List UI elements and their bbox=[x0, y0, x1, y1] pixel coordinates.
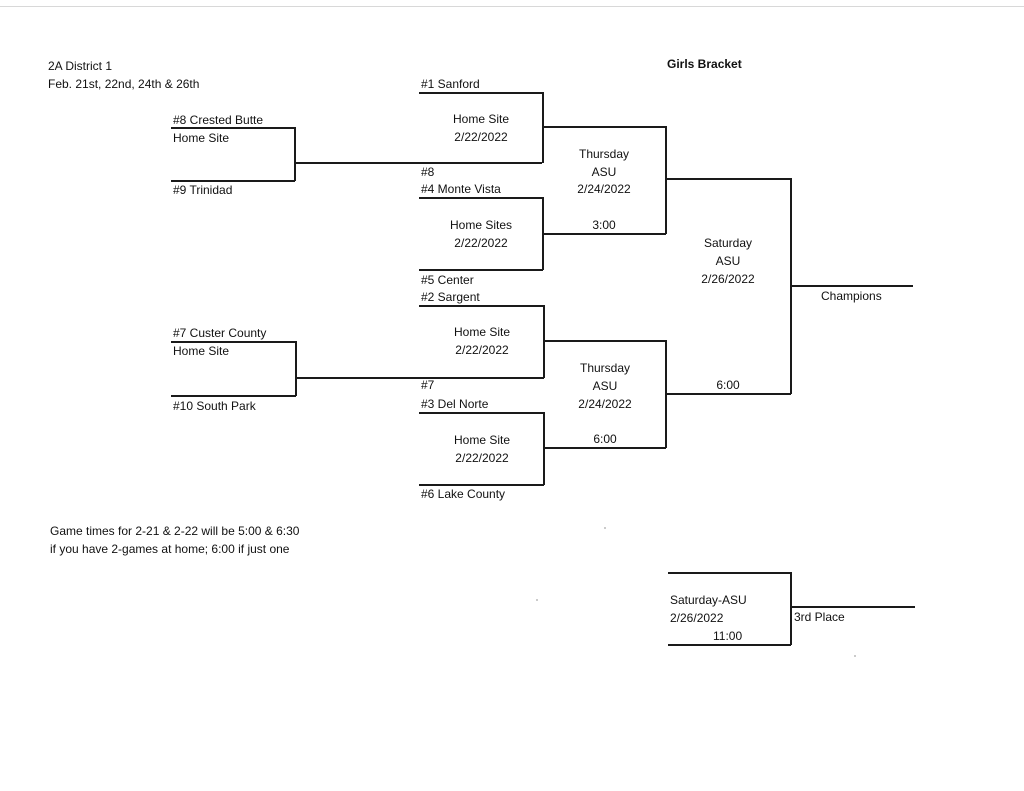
third-place-label: 3rd Place bbox=[794, 610, 845, 624]
r2g3-advance-line bbox=[543, 340, 666, 342]
semi-bottom-date: 2/24/2022 bbox=[578, 397, 632, 411]
r1b-advance-line bbox=[295, 377, 544, 379]
scan-speck bbox=[604, 527, 606, 529]
third-time: 11:00 bbox=[713, 629, 743, 643]
semi-bottom-advance-line bbox=[665, 393, 791, 395]
r1b-site: Home Site bbox=[173, 344, 230, 358]
r2g2-top-line bbox=[419, 197, 543, 199]
r1b-connector bbox=[295, 341, 297, 396]
r2g2-date: 2/22/2022 bbox=[454, 236, 508, 250]
r2g1-top-line bbox=[419, 92, 543, 94]
r2g4-advance-line bbox=[543, 447, 666, 449]
final-date: 2/26/2022 bbox=[701, 272, 755, 286]
semi-top-time: 3:00 bbox=[592, 218, 616, 232]
r1a-advance-line bbox=[294, 162, 542, 164]
tournament-dates: Feb. 21st, 22nd, 24th & 26th bbox=[48, 77, 200, 91]
third-bottom-line bbox=[668, 644, 791, 646]
final-day: Saturday bbox=[703, 236, 753, 250]
semi-bottom-day: Thursday bbox=[579, 361, 631, 375]
semi-top-day: Thursday bbox=[578, 147, 630, 161]
r2g4-site: Home Site bbox=[453, 433, 511, 447]
r2g3-team-top: #2 Sargent bbox=[421, 290, 480, 304]
r2g2-team-top: #4 Monte Vista bbox=[421, 182, 501, 196]
scan-speck bbox=[854, 655, 856, 657]
r2g4-date: 2/22/2022 bbox=[455, 451, 509, 465]
scan-top-border bbox=[0, 6, 1024, 7]
r1a-team-top: #8 Crested Butte bbox=[173, 113, 264, 127]
r2g2-advance-line bbox=[542, 233, 666, 235]
r2g1-site: Home Site bbox=[452, 112, 510, 126]
r2g4-team-top: #3 Del Norte bbox=[421, 397, 489, 411]
third-day-venue: Saturday-ASU bbox=[670, 593, 747, 607]
scan-speck bbox=[536, 599, 538, 601]
game-times-note-line2: if you have 2-games at home; 6:00 if jus… bbox=[50, 542, 290, 556]
r1b-team-top: #7 Custer County bbox=[173, 326, 267, 340]
r2g1-advance-line bbox=[542, 126, 666, 128]
semi-bottom-venue: ASU bbox=[592, 379, 618, 393]
semi-top-venue: ASU bbox=[591, 165, 617, 179]
r2g3-team-bottom: #7 bbox=[421, 378, 435, 392]
r1a-top-line bbox=[171, 127, 295, 129]
r2g2-site: Home Sites bbox=[449, 218, 513, 232]
r2g4-team-bottom: #6 Lake County bbox=[421, 487, 506, 501]
r2g2-team-bottom: #5 Center bbox=[421, 273, 474, 287]
r2g1-team-top: #1 Sanford bbox=[421, 77, 480, 91]
r2g3-connector bbox=[543, 305, 545, 378]
semi-top-advance-line bbox=[665, 178, 791, 180]
semi-bottom-time: 6:00 bbox=[593, 432, 617, 446]
district-title: 2A District 1 bbox=[48, 59, 113, 73]
third-place-line bbox=[790, 606, 915, 608]
third-date: 2/26/2022 bbox=[670, 611, 724, 625]
r2g1-team-bottom: #8 bbox=[421, 165, 435, 179]
bracket-title: Girls Bracket bbox=[667, 57, 742, 71]
game-times-note-line1: Game times for 2-21 & 2-22 will be 5:00 … bbox=[50, 524, 300, 538]
semi-top-date: 2/24/2022 bbox=[577, 182, 631, 196]
r1a-connector bbox=[294, 127, 296, 181]
r2g2-bottom-line bbox=[419, 269, 543, 271]
third-connector bbox=[790, 572, 792, 645]
r2g4-connector bbox=[543, 412, 545, 485]
r1a-site: Home Site bbox=[173, 131, 230, 145]
third-top-line bbox=[668, 572, 791, 574]
r2g4-bottom-line bbox=[419, 484, 544, 486]
r1a-team-bottom: #9 Trinidad bbox=[173, 183, 233, 197]
r2g3-date: 2/22/2022 bbox=[455, 343, 509, 357]
semi-top-connector bbox=[665, 126, 667, 234]
r1b-team-bottom: #10 South Park bbox=[173, 399, 256, 413]
final-time: 6:00 bbox=[716, 378, 740, 392]
champion-line bbox=[790, 285, 913, 287]
r2g1-connector bbox=[542, 92, 544, 163]
final-venue: ASU bbox=[715, 254, 741, 268]
r2g4-top-line bbox=[419, 412, 544, 414]
champions-label: Champions bbox=[821, 289, 882, 303]
r2g1-date: 2/22/2022 bbox=[454, 130, 508, 144]
r1b-top-line bbox=[171, 341, 296, 343]
r2g3-site: Home Site bbox=[453, 325, 511, 339]
r1b-bottom-line bbox=[171, 395, 296, 397]
r1a-bottom-line bbox=[171, 180, 295, 182]
r2g3-top-line bbox=[419, 305, 544, 307]
